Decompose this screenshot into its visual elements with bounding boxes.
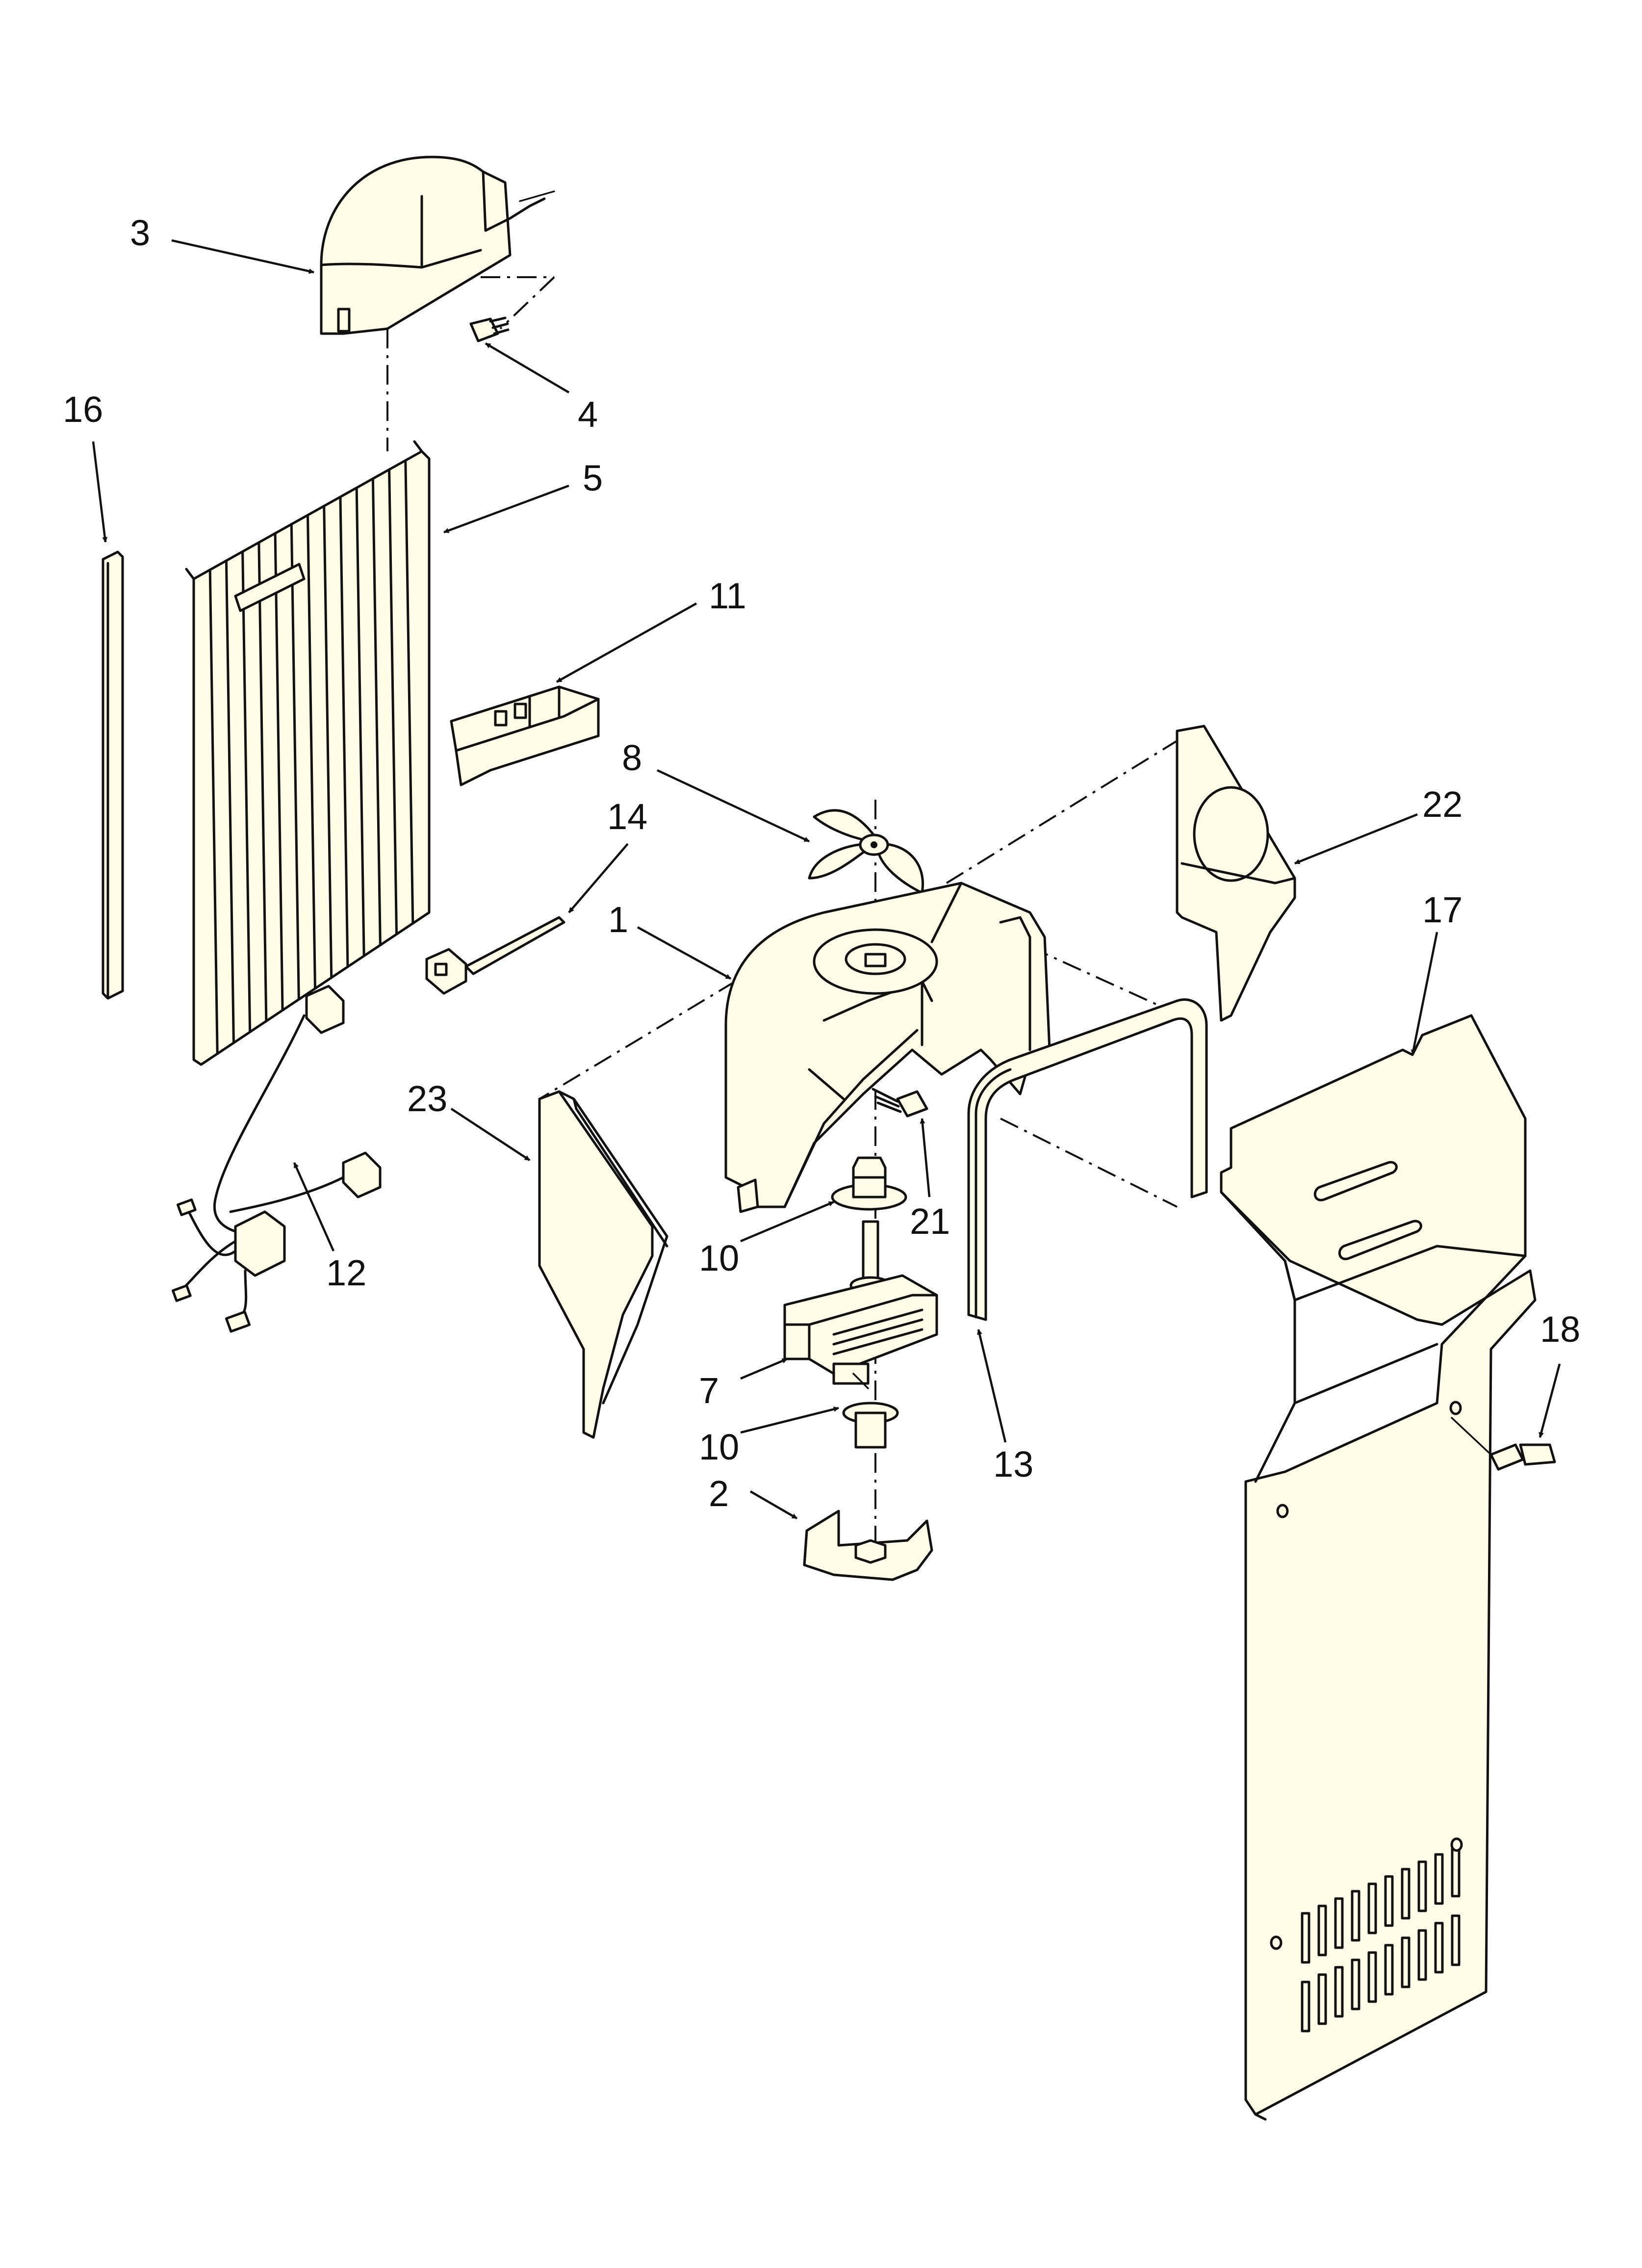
vent-slot [1317, 1904, 1327, 1956]
grille-bar [225, 559, 235, 1044]
grille-bar [241, 550, 252, 1034]
leader-16 [92, 441, 108, 543]
grille-bar [388, 468, 398, 936]
part-21-screw [872, 1088, 928, 1118]
leader-12 [293, 1162, 335, 1251]
leader-14 [568, 843, 629, 913]
vent-slot [1317, 1973, 1327, 2025]
leader-10b [740, 1407, 839, 1434]
vent-slot [1351, 1958, 1360, 2010]
callout-16: 16 [63, 389, 103, 430]
vent-slot [1334, 1897, 1344, 1949]
callout-5: 5 [583, 458, 603, 498]
callout-14: 14 [607, 796, 647, 837]
leader-4 [485, 342, 570, 393]
leader-11 [556, 602, 697, 683]
callout-4: 4 [578, 394, 598, 435]
callout-18: 18 [1540, 1309, 1580, 1350]
callout-13: 13 [993, 1444, 1033, 1485]
callout-17: 17 [1422, 889, 1462, 930]
callout-10b: 10 [699, 1427, 739, 1467]
part-13-u-channel [967, 998, 1208, 1321]
callout-3: 3 [130, 212, 150, 253]
part-5-evaporator-panel [185, 440, 431, 1066]
vent-slot [1401, 1936, 1411, 1988]
leader-1 [637, 926, 732, 980]
leader-3 [171, 239, 314, 274]
part-18-screw [1451, 1417, 1556, 1471]
vent-slot [1351, 1890, 1360, 1942]
grille-bar [257, 541, 268, 1022]
callout-22: 22 [1422, 784, 1462, 825]
vent-slot [1367, 1882, 1377, 1934]
callout-12: 12 [326, 1252, 366, 1293]
leader-7 [740, 1357, 788, 1380]
leader-23 [450, 1108, 531, 1161]
vent-slot [1334, 1966, 1344, 2018]
vent-slot [1367, 1951, 1377, 2003]
callout-21: 21 [910, 1201, 950, 1242]
vent-slot [1417, 1929, 1427, 1981]
leader-2 [749, 1490, 798, 1519]
part-11-bracket [450, 685, 600, 786]
part-4-screw [469, 316, 510, 342]
grille-bar [208, 568, 219, 1055]
callout-2: 2 [709, 1473, 729, 1514]
leader-arrows [92, 239, 1561, 1519]
part-8-fan-blade [808, 809, 924, 894]
part-12-wire-harness [171, 985, 382, 1333]
part-7-fan-motor [783, 1220, 938, 1389]
vent-slot [1451, 1914, 1461, 1966]
part-16-trim-strip [102, 550, 124, 1000]
part-23-left-baffle [538, 1090, 668, 1439]
vent-slot [1301, 1912, 1310, 1964]
callout-8: 8 [622, 737, 642, 778]
part-10-grommet-upper [831, 1156, 907, 1211]
part-10-grommet-lower [842, 1402, 899, 1449]
leader-8 [657, 769, 810, 843]
vent-slot [1434, 1922, 1444, 1974]
grille-bar [290, 523, 300, 1001]
vent-slot [1384, 1944, 1394, 1996]
grille-bar [307, 514, 316, 990]
leader-22 [1294, 813, 1418, 865]
vent-slot [1401, 1868, 1411, 1920]
grille-bar [274, 532, 284, 1012]
part-1-fan-shroud [724, 882, 1051, 1213]
part-14-cable-tie [425, 916, 565, 995]
leader-13 [976, 1329, 1007, 1443]
vent-slot [1434, 1853, 1444, 1905]
part-22-side-baffle [1176, 725, 1296, 1022]
callout-7: 7 [699, 1370, 719, 1411]
callout-1: 1 [608, 899, 628, 940]
grille-bar [371, 477, 382, 946]
callout-labels: 3 4 16 5 11 8 14 1 22 17 23 12 10 21 7 1… [63, 212, 1580, 1514]
leader-21 [920, 1118, 931, 1198]
vent-slot [1384, 1875, 1394, 1927]
callout-11: 11 [709, 575, 746, 616]
part-3-duct-cover [320, 156, 555, 335]
leader-17 [1411, 932, 1438, 1055]
part-17-rear-duct-panel [1220, 1014, 1537, 2121]
grille-bar [355, 486, 365, 958]
grille-bar [339, 495, 349, 968]
vent-slot [1301, 1981, 1310, 2033]
vent-slot [1451, 1846, 1461, 1898]
callout-23: 23 [407, 1078, 447, 1119]
leader-18 [1539, 1363, 1561, 1438]
leader-10a [740, 1200, 834, 1243]
part-2-motor-bracket [803, 1510, 933, 1581]
leader-5 [443, 484, 569, 534]
grille-bar [323, 504, 333, 979]
callout-10a: 10 [699, 1238, 739, 1278]
grille-bar [404, 459, 414, 925]
vent-slot [1417, 1860, 1427, 1912]
